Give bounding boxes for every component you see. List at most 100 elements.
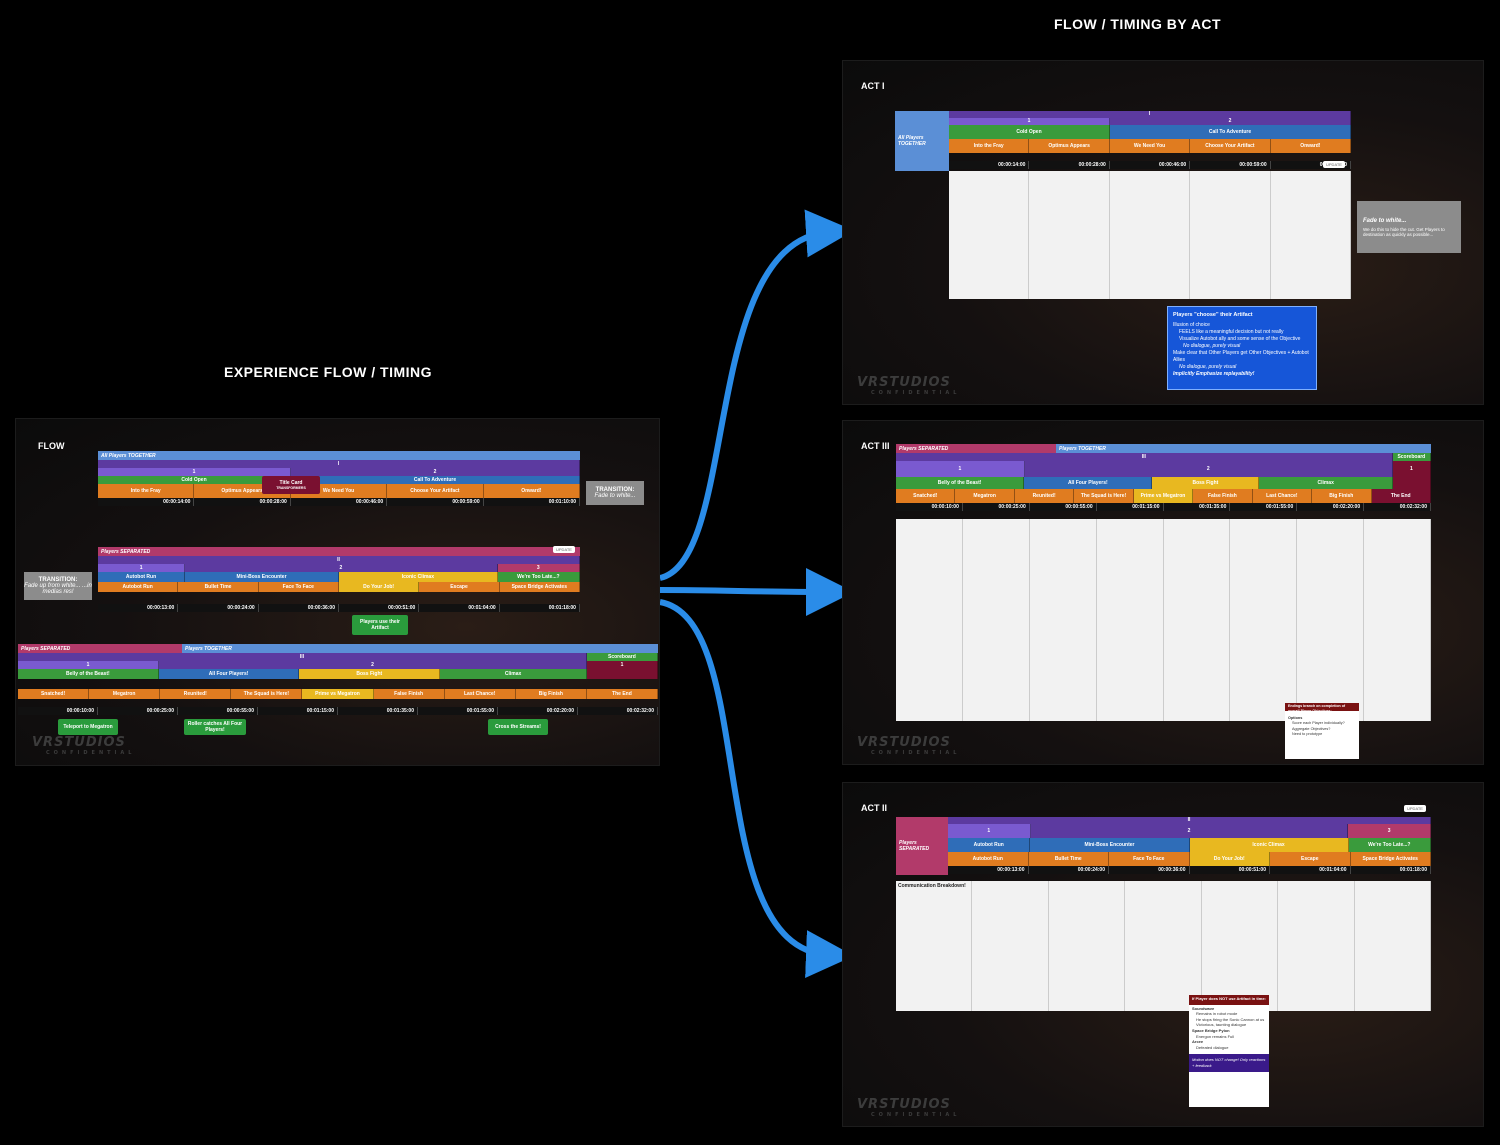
vrstudios-logo: VRSTUDIOS CONFIDENTIAL	[857, 1097, 960, 1118]
scene-number: 3	[497, 564, 580, 572]
callout-item: Illusion of choice	[1173, 321, 1210, 328]
transition-right-tag: TRANSITION: Fade to white...	[586, 481, 644, 505]
time-marker: 00:00:36:00	[1109, 866, 1190, 874]
flow-act3-block-row: Belly of the Beast! All Four Players! Bo…	[18, 669, 658, 679]
flow-act2-band: Players SEPARATED	[98, 547, 580, 556]
act-i-artifact-callout: Players "choose" their Artifact Illusion…	[1167, 306, 1317, 390]
flow-act3-beat-row: Snatched! Megatron Reunited! The Squad i…	[18, 689, 658, 699]
act-number: II	[948, 817, 1431, 824]
act-i-act-row: I	[949, 111, 1351, 118]
time-marker: 00:00:46:00	[1110, 161, 1191, 169]
teleport-tag: Teleport to Megatron	[58, 719, 118, 735]
act-i-label: ACT I	[861, 81, 885, 91]
transition-body: We do this to hide the cut. Get Players …	[1363, 226, 1445, 237]
act-i-notes	[949, 171, 1352, 299]
beat-label: Do Your Job!	[338, 582, 420, 592]
act-i-block-row: Cold Open Call To Adventure	[949, 125, 1351, 139]
scene-number: 2	[1024, 461, 1393, 477]
scoreboard-label: Scoreboard	[1392, 453, 1431, 461]
transition-left-tag: TRANSITION: Fade up from white... ...in …	[24, 572, 92, 600]
act-ii-notes: Communication Breakdown!	[896, 881, 1431, 1011]
callout-item: Defeated dialogue	[1196, 1044, 1229, 1050]
flow-act3-scene-row: 1 2 1	[18, 661, 658, 669]
arrow-to-act-iii	[659, 567, 854, 616]
block-label: We're Too Late...?	[1348, 838, 1431, 852]
callout-item: Aggregate Objectives?	[1292, 726, 1331, 731]
arrow-to-act-ii	[659, 599, 854, 978]
notes-column	[1030, 519, 1097, 721]
notes-column	[1230, 519, 1298, 721]
callout-item: Score each Player individually?	[1292, 721, 1345, 726]
notes-column	[1271, 171, 1352, 299]
scene-number: 1	[949, 118, 1110, 125]
scene-number: 2	[291, 468, 580, 476]
beat-label: Prime vs Megatron	[1133, 489, 1194, 503]
vrstudios-logo: VRSTUDIOS CONFIDENTIAL	[857, 375, 960, 396]
block-label: Climax	[440, 669, 588, 679]
act-ii-update-button[interactable]: UPDATE	[1404, 805, 1426, 812]
act-ii-scene-row: 1 2 3	[948, 824, 1431, 838]
update-button[interactable]: UPDATE	[553, 546, 575, 553]
time-marker: 00:02:32:00	[1364, 503, 1431, 511]
beat-label: Choose Your Artifact	[1190, 139, 1271, 153]
flow-act3-together-band: Players TOGETHER	[182, 644, 658, 653]
act-iii-endings-callout: Endings branch on completion of overall …	[1285, 703, 1359, 759]
callout-item: FEELS like a meaningful decision but not…	[1179, 328, 1284, 335]
beat-label: Megatron	[955, 489, 1015, 503]
act-iii-block-row: Belly of the Beast! All Four Players! Bo…	[896, 477, 1431, 489]
notes-column	[1364, 519, 1431, 721]
block-label: We're Too Late...?	[497, 572, 580, 582]
scene-number: 1	[18, 661, 160, 669]
beat-label: Escape	[419, 582, 500, 592]
scoreboard-label: Scoreboard	[586, 653, 658, 661]
block-filler	[587, 669, 658, 679]
scene-number: 3	[1348, 824, 1431, 838]
scene-number: 2	[159, 661, 587, 669]
beat-label: Snatched!	[896, 489, 956, 503]
flow-act1-timebar: 00:00:14:00 00:00:28:00 00:00:46:00 00:0…	[98, 498, 581, 506]
block-label: Mini-Boss Encounter	[1030, 838, 1190, 852]
beat-label: The Squad is Here!	[231, 689, 303, 699]
callout-item: Space Bridge Pylon	[1192, 1027, 1230, 1033]
beat-label: Do Your Job!	[1189, 852, 1270, 866]
block-label: Iconic Climax	[339, 572, 498, 582]
roller-tag: Roller catches All Four Players!	[184, 719, 246, 735]
time-marker: 00:01:35:00	[1164, 503, 1231, 511]
time-marker: 00:00:28:00	[1029, 161, 1110, 169]
time-marker: 00:00:10:00	[896, 503, 963, 511]
beat-label: Last Chance!	[1252, 489, 1313, 503]
beat-label: Into the Fray	[949, 139, 1030, 153]
time-marker: 00:01:18:00	[1351, 866, 1431, 874]
time-marker: 00:00:36:00	[259, 604, 339, 612]
act-iii-act-row: III Scoreboard	[896, 453, 1431, 461]
flow-act1-scene-row: 1 2	[98, 468, 580, 476]
beat-label: Big Finish	[1312, 489, 1372, 503]
beat-label: False Finish	[1193, 489, 1253, 503]
transition-left-title: TRANSITION:	[38, 577, 78, 583]
beat-label: We Need You	[1109, 139, 1191, 153]
beat-label: Space Bridge Activates	[499, 582, 580, 592]
notes-column	[1097, 519, 1164, 721]
beat-label: The Squad is Here!	[1074, 489, 1134, 503]
callout-title: Endings branch on completion of overall …	[1288, 704, 1346, 714]
notes-column	[1110, 171, 1191, 299]
block-label: Cold Open	[949, 125, 1110, 139]
flow-act3-timebar: 00:00:10:00 00:00:25:00 00:00:55:00 00:0…	[18, 707, 658, 715]
act-i-update-button[interactable]: UPDATE	[1323, 161, 1345, 168]
callout-item: Arcee	[1192, 1039, 1204, 1045]
act-number: III	[18, 653, 587, 661]
callout-item: Soundwave	[1192, 1005, 1215, 1011]
callout-item: No dialogue, purely visual	[1183, 342, 1241, 349]
callout-title: Players "choose" their Artifact	[1173, 312, 1253, 318]
time-marker: 00:01:55:00	[1230, 503, 1298, 511]
flow-act2-timebar: 00:00:13:00 00:00:24:00 00:00:36:00 00:0…	[98, 604, 580, 612]
time-marker: 00:00:55:00	[1030, 503, 1097, 511]
time-marker: 00:01:35:00	[338, 707, 418, 715]
flow-act1-beat-row: Into the Fray Optimus Appears We Need Yo…	[98, 484, 581, 498]
block-label: All Four Players!	[158, 669, 300, 679]
time-marker: 00:00:24:00	[178, 604, 259, 612]
callout-item: No dialogue, purely visual	[1179, 363, 1237, 370]
scene-number: 1	[98, 468, 291, 476]
beat-label: Bullet Time	[1028, 852, 1109, 866]
